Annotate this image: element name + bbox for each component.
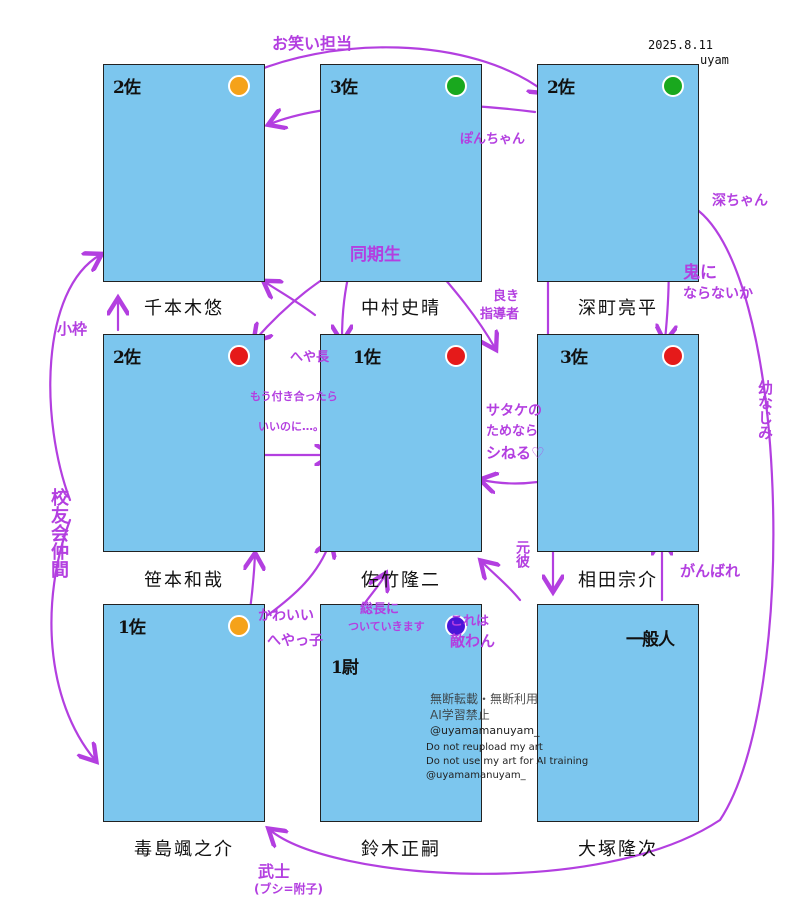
name-label-suzuki: 鈴木正嗣 — [361, 839, 441, 860]
status-dot-green — [445, 75, 467, 97]
watermark-en-1: Do not reupload my art — [426, 742, 543, 753]
note-kouyuukai: 校友会仲間 — [48, 488, 69, 578]
rank-label: 2佐 — [113, 348, 141, 368]
note-mou-1: もう付き合ったら — [250, 390, 338, 403]
note-heyachou: へや長 — [290, 350, 330, 365]
status-dot-purple — [445, 615, 467, 637]
name-label-nakamura: 中村史晴 — [361, 298, 441, 319]
name-label-aida: 相田宗介 — [578, 570, 658, 591]
watermark-handle: @uyamamanuyam_ — [430, 724, 540, 737]
rank-label: 3佐 — [330, 78, 358, 98]
watermark-en-2: Do not use my art for AI training — [426, 756, 589, 767]
arrow-kouyuukai-up — [49, 255, 100, 502]
rank-label: 2佐 — [113, 78, 141, 98]
portrait-card-nakamura: 3佐 — [320, 64, 482, 282]
portrait-card-otsuka: 一般人 — [537, 604, 699, 822]
name-label-senbongi: 千本木悠 — [144, 298, 224, 319]
note-moto: 元彼 — [514, 540, 530, 568]
name-label-otsuka: 大塚隆次 — [578, 839, 658, 860]
rank-label: 3佐 — [560, 348, 588, 368]
note-satake-1: サタケの — [486, 403, 542, 419]
watermark-handle-2: @uyamamanuyam_ — [426, 770, 526, 781]
rank-label: 2佐 — [547, 78, 575, 98]
portrait-card-suzuki: 1尉 — [320, 604, 482, 822]
watermark-jp-2: AI学習禁止 — [430, 708, 490, 722]
status-dot-red — [662, 345, 684, 367]
note-yoki-1: 良き — [493, 289, 520, 304]
watermark-jp-1: 無断転載・無断利用 — [430, 692, 539, 706]
portrait-card-aida: 3佐 — [537, 334, 699, 552]
note-satake-2: ためなら — [486, 424, 539, 439]
rank-label: 一般人 — [626, 630, 675, 650]
portrait-card-fukamachi: 2佐 — [537, 64, 699, 282]
note-oni-1: 鬼に — [683, 263, 717, 283]
note-heyakko: へやっ子 — [267, 633, 323, 649]
name-label-fukamachi: 深町亮平 — [578, 298, 658, 319]
note-shocho-2: ついていきます — [348, 620, 425, 633]
date-signature: 2025.8.11 — [648, 38, 714, 52]
note-bushi: 武士 — [258, 862, 291, 881]
rank-label: 1佐 — [353, 348, 381, 368]
status-dot-orange — [228, 615, 250, 637]
portrait-card-sasamoto: 2佐 — [103, 334, 265, 552]
portrait-card-busujima: 1佐 — [103, 604, 265, 822]
note-kore-2: 敵わん — [450, 632, 496, 650]
status-dot-red — [228, 345, 250, 367]
note-satake-3: シねる♡ — [486, 444, 545, 462]
note-bushi-sub: (ブシ=附子) — [254, 882, 324, 896]
rank-label: 1佐 — [118, 618, 146, 638]
name-label-sasamoto: 笹本和哉 — [144, 570, 224, 591]
portrait-card-senbongi: 2佐 — [103, 64, 265, 282]
name-label-satake: 佐竹隆二 — [361, 570, 441, 591]
note-fukachan: 深ちゃん — [712, 193, 768, 209]
note-ponchan: ぽんちゃん — [460, 132, 526, 147]
note-yoki-2: 指導者 — [480, 307, 520, 322]
note-owarai: お笑い担当 — [272, 34, 353, 53]
note-kotsu: 小枠 — [57, 320, 88, 338]
status-dot-orange — [228, 75, 250, 97]
status-dot-red — [445, 345, 467, 367]
note-shocho-1: 総長に — [360, 602, 400, 617]
rank-label: 1尉 — [331, 658, 359, 678]
note-oni-2: ならないか — [683, 286, 753, 302]
note-kawaii: かわいい — [258, 608, 314, 624]
note-mou-2: いいのに…。 — [258, 420, 324, 433]
note-ganbare: がんばれ — [680, 562, 741, 580]
name-label-busujima: 毒島颯之介 — [134, 839, 234, 860]
status-dot-green — [662, 75, 684, 97]
note-kore-1: これは — [450, 614, 490, 629]
arrow-to-senbongi — [265, 282, 317, 317]
note-douki: 同期生 — [350, 245, 401, 265]
portrait-card-satake: 1佐 — [320, 334, 482, 552]
artist-signature: uyam — [700, 53, 729, 67]
note-osananajimi: 幼なじみ — [756, 380, 774, 440]
